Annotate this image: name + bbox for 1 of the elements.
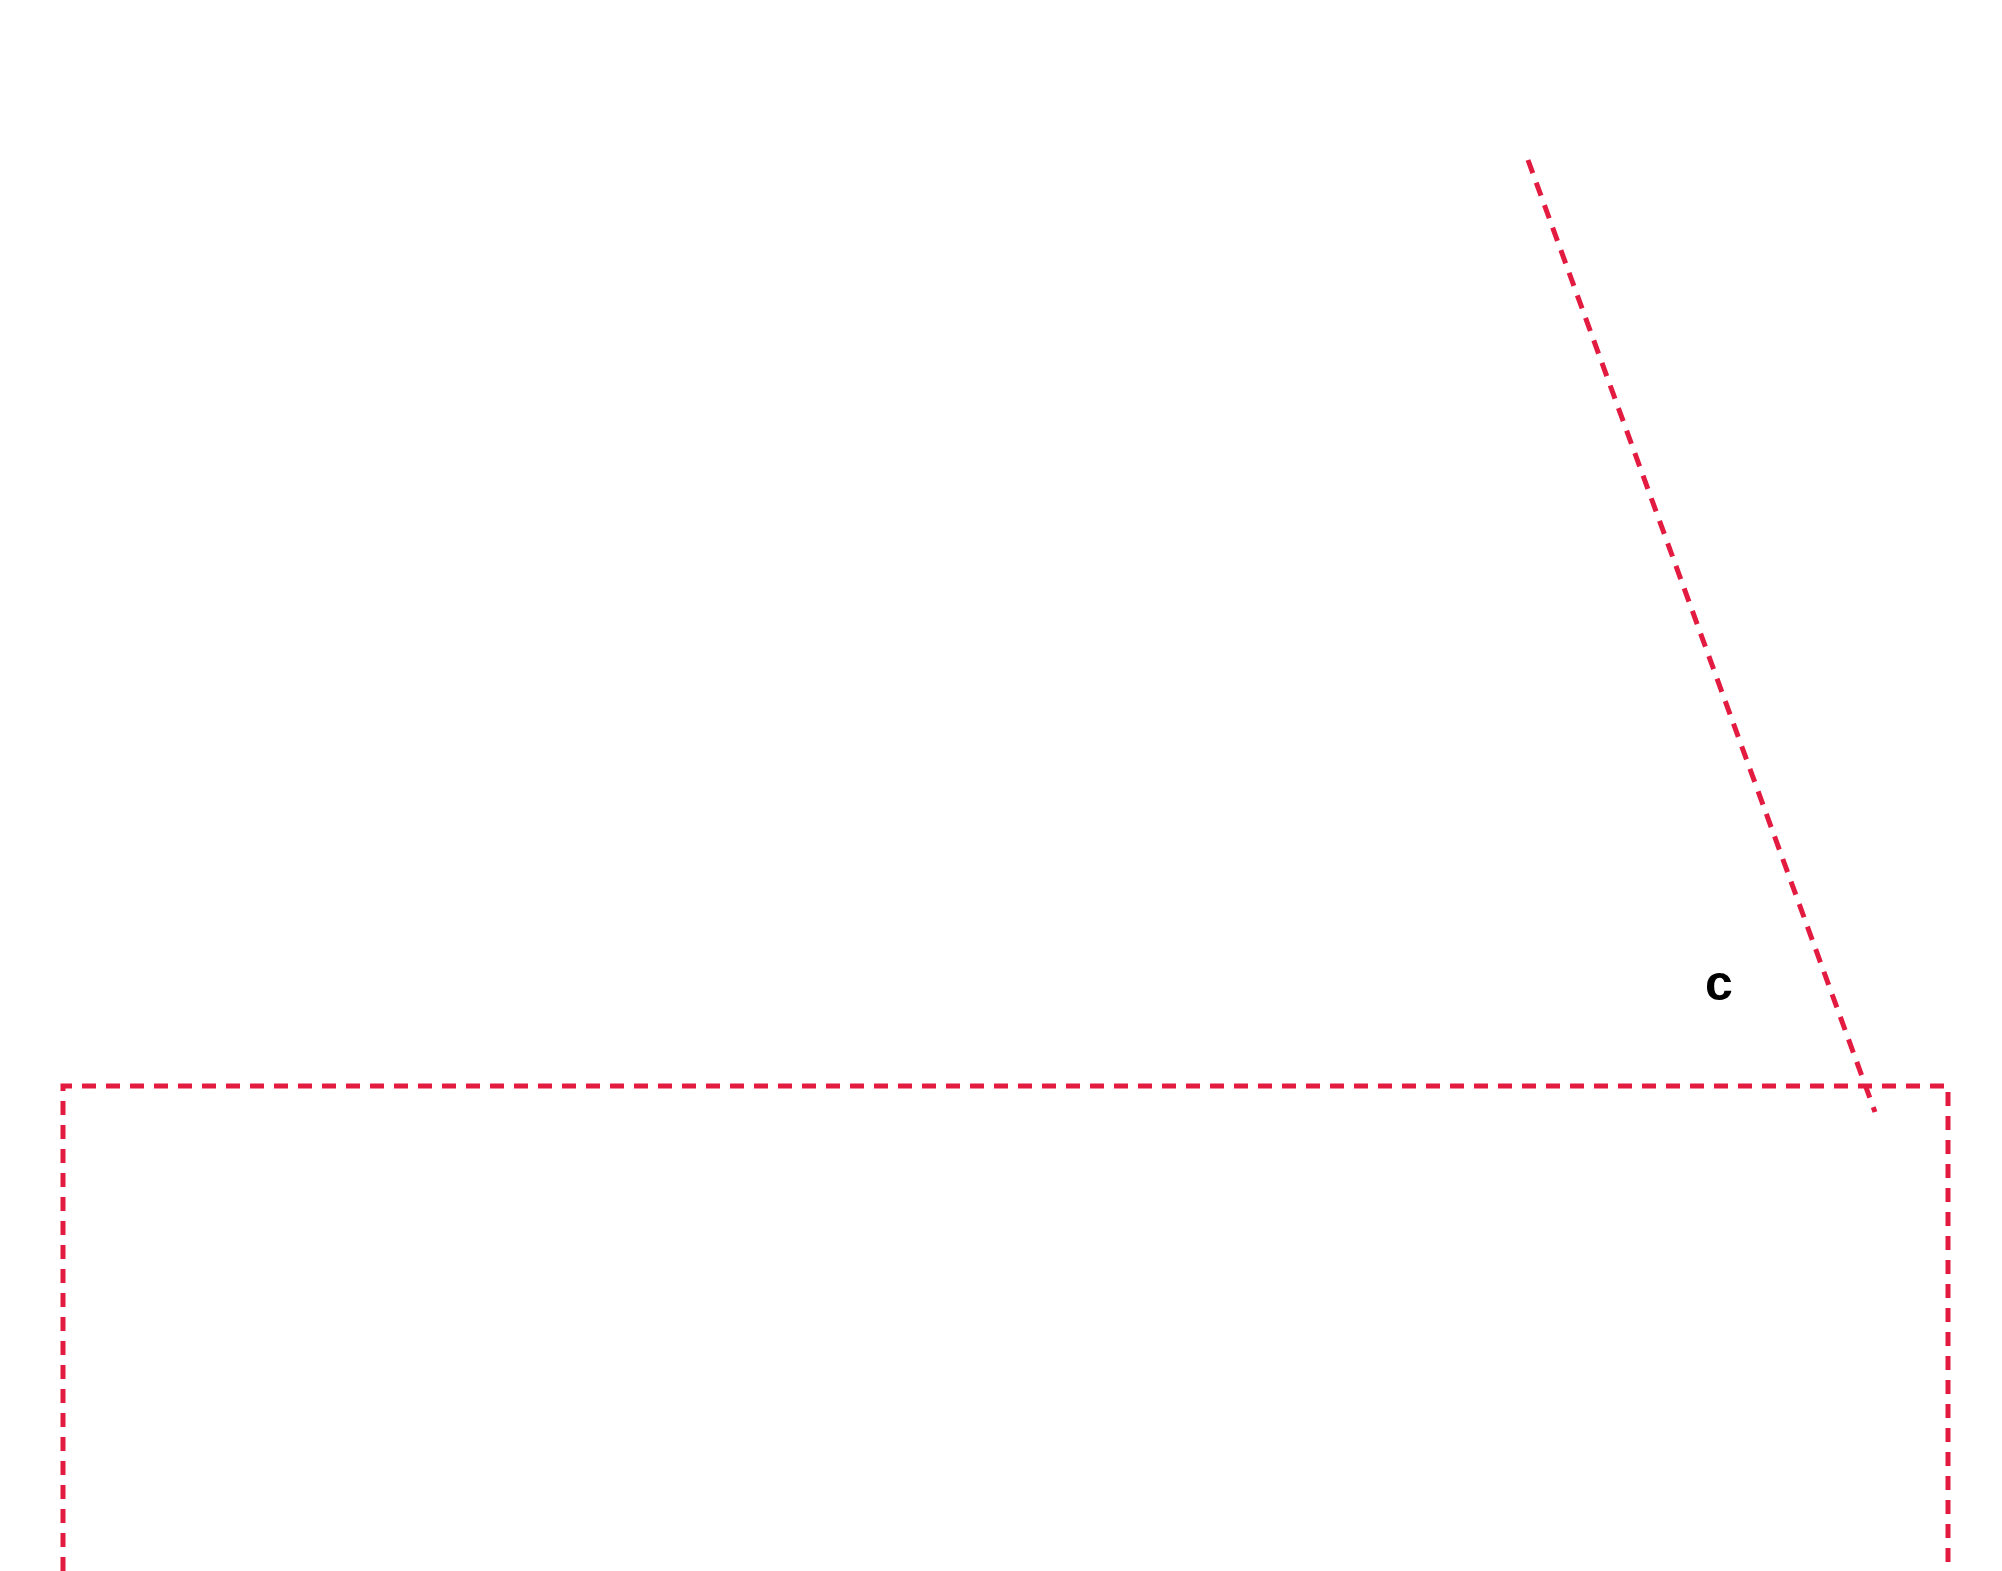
- part-label: c: [1705, 958, 1733, 1008]
